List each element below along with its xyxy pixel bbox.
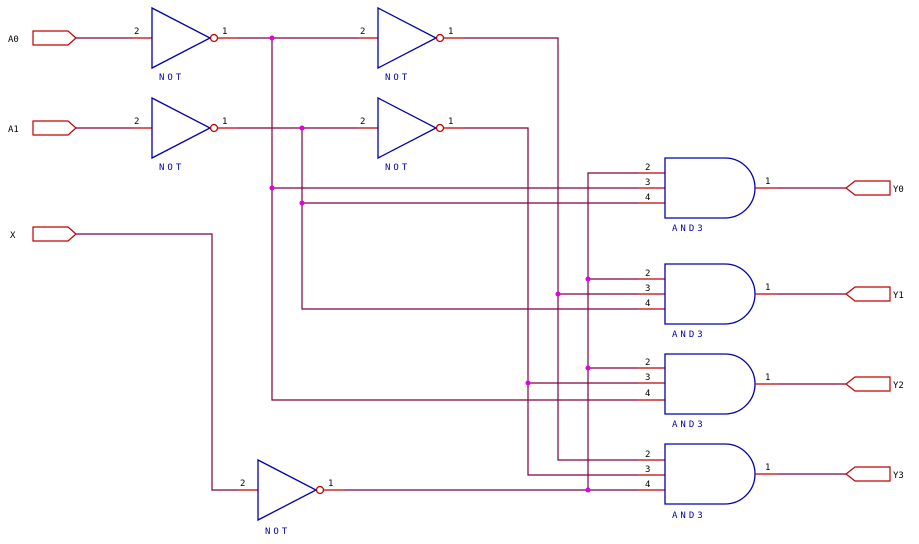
- and3-gate-body: [664, 157, 756, 219]
- not-gate-triangle: [151, 96, 212, 160]
- pin-number: 3: [645, 178, 650, 188]
- not-gate-bubble: [435, 123, 445, 133]
- not-gate-1[interactable]: 2 1 NOT: [132, 6, 238, 83]
- not-gate-bubble: [315, 485, 325, 495]
- pin-number: 4: [645, 299, 650, 309]
- pin-number: 1: [222, 27, 227, 37]
- pin-number: 1: [448, 117, 453, 127]
- pin-number: 4: [645, 389, 650, 399]
- pin-number: 4: [645, 480, 650, 490]
- pin-number: 2: [645, 450, 650, 460]
- junction-dot: [585, 487, 591, 493]
- input-label-a1: A1: [8, 125, 19, 135]
- and3-gate-body: [664, 353, 756, 415]
- input-label-a0: A0: [8, 35, 19, 45]
- not-gate-2[interactable]: 2 1 NOT: [132, 96, 238, 173]
- pin-number: 1: [765, 177, 770, 187]
- wire-n2-to-and2-in4: [301, 128, 638, 310]
- and3-gate-3[interactable]: 2 3 4 1 AND3: [638, 353, 778, 430]
- pin-number: 1: [328, 479, 333, 489]
- and3-gate-body: [664, 263, 756, 325]
- not-gate-bubble: [209, 123, 219, 133]
- output-port-y1-shape: [845, 286, 891, 302]
- gate-type-label: AND3: [672, 224, 706, 234]
- output-label-y1: Y1: [893, 291, 904, 301]
- not-gate-4[interactable]: 2 1 NOT: [358, 96, 464, 173]
- output-port-y0-shape: [845, 180, 891, 196]
- input-port-a0[interactable]: A0: [8, 30, 77, 46]
- input-port-a1-shape: [32, 120, 77, 136]
- pin-number: 3: [645, 465, 650, 475]
- pin-number: 2: [645, 163, 650, 173]
- wire-n4-to-and4-in3: [464, 127, 638, 476]
- pin-number: 2: [134, 27, 139, 37]
- not-gate-triangle: [257, 458, 318, 522]
- and3-gate-2[interactable]: 2 3 4 1 AND3: [638, 263, 778, 340]
- not-gate-triangle: [377, 96, 438, 160]
- not-gate-5[interactable]: 2 1 NOT: [238, 458, 344, 537]
- and3-gate-body: [664, 443, 756, 505]
- junction-dot: [585, 365, 591, 371]
- pin-number: 3: [645, 284, 650, 294]
- pin-number: 1: [222, 117, 227, 127]
- junction-dot: [269, 185, 275, 191]
- wire-n5-bus: [587, 172, 638, 490]
- pin-number: 2: [240, 479, 245, 489]
- pin-number: 4: [645, 193, 650, 203]
- junction-dot: [585, 276, 591, 282]
- wire-n3-to-and4-in2: [464, 37, 638, 461]
- pin-number: 2: [360, 27, 365, 37]
- junction-dot: [269, 35, 275, 41]
- input-port-a0-shape: [32, 30, 77, 46]
- output-port-y3-shape: [845, 466, 891, 482]
- pin-number: 2: [645, 269, 650, 279]
- not-gate-3[interactable]: 2 1 NOT: [358, 6, 464, 83]
- not-gate-bubble: [435, 33, 445, 43]
- output-port-y2[interactable]: Y2: [845, 376, 904, 392]
- wire-x-to-not5: [76, 233, 238, 491]
- output-port-y3[interactable]: Y3: [845, 466, 904, 482]
- not-gate-triangle: [151, 6, 212, 70]
- junction-dot: [555, 291, 561, 297]
- output-label-y0: Y0: [893, 185, 904, 195]
- gate-type-label: NOT: [385, 73, 410, 83]
- wire-n1-to-and3-in4: [271, 38, 638, 401]
- pin-number: 3: [645, 373, 650, 383]
- pin-number: 1: [765, 283, 770, 293]
- junction-dot: [525, 380, 531, 386]
- pin-number: 2: [134, 117, 139, 127]
- gate-type-label: AND3: [672, 511, 706, 521]
- output-port-y0[interactable]: Y0: [845, 180, 904, 196]
- input-port-x[interactable]: X: [10, 226, 77, 242]
- pin-number: 2: [645, 358, 650, 368]
- not-gate-triangle: [377, 6, 438, 70]
- gate-type-label: NOT: [265, 527, 290, 537]
- gate-type-label: NOT: [159, 73, 184, 83]
- gate-type-label: NOT: [159, 163, 184, 173]
- pin-number: 2: [360, 117, 365, 127]
- gate-type-label: NOT: [385, 163, 410, 173]
- pin-number: 1: [765, 373, 770, 383]
- junction-dot: [299, 200, 305, 206]
- not-gate-bubble: [209, 33, 219, 43]
- output-port-y2-shape: [845, 376, 891, 392]
- input-port-x-shape: [32, 226, 77, 242]
- and3-gate-1[interactable]: 2 3 4 1 AND3: [638, 157, 778, 234]
- input-port-a1[interactable]: A1: [8, 120, 77, 136]
- pin-number: 1: [448, 27, 453, 37]
- junctions: [269, 35, 591, 493]
- gate-type-label: AND3: [672, 420, 706, 430]
- output-port-y1[interactable]: Y1: [845, 286, 904, 302]
- output-label-y2: Y2: [893, 381, 904, 391]
- and3-gate-4[interactable]: 2 3 4 1 AND3: [638, 443, 778, 521]
- input-label-x: X: [10, 231, 16, 241]
- junction-dot: [299, 125, 305, 131]
- gate-type-label: AND3: [672, 330, 706, 340]
- pin-number: 1: [765, 463, 770, 473]
- output-label-y3: Y3: [893, 471, 904, 481]
